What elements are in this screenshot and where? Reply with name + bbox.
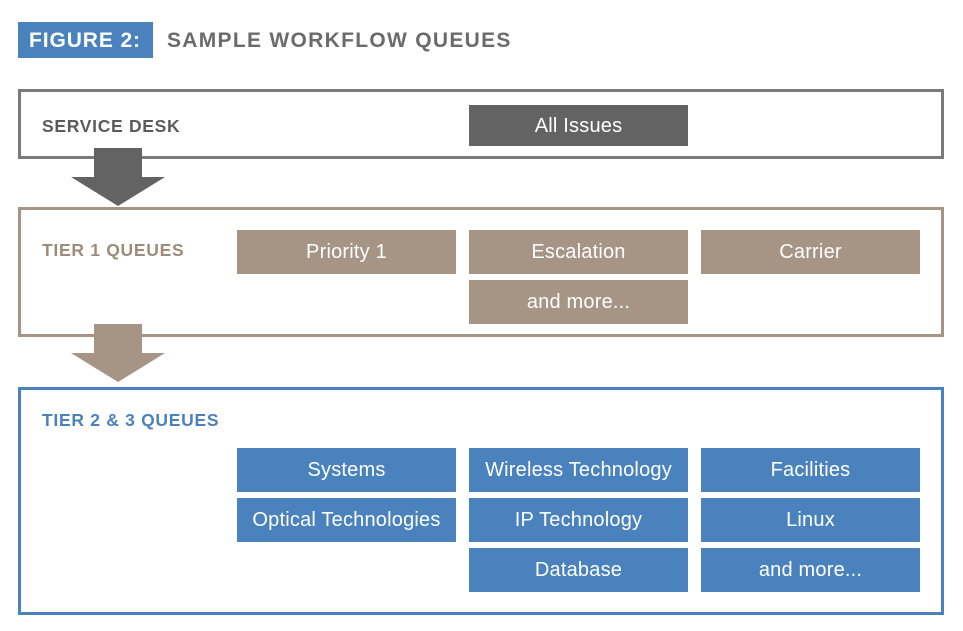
arrow-tier-1-to-tier-2-3-icon [71, 324, 165, 382]
queue-chip[interactable]: Database [469, 548, 688, 592]
queue-chip[interactable]: Wireless Technology [469, 448, 688, 492]
tier-2-3-label: TIER 2 & 3 QUEUES [42, 410, 220, 430]
queue-grid-spacer [237, 280, 456, 324]
figure-title: SAMPLE WORKFLOW QUEUES [166, 28, 512, 52]
queue-chip[interactable]: Systems [237, 448, 456, 492]
figure-caption: FIGURE 2: SAMPLE WORKFLOW QUEUES [18, 22, 512, 58]
tier-2-3-queue-grid: Systems Wireless Technology Facilities O… [237, 448, 921, 592]
arrow-service-desk-to-tier-1-icon [71, 148, 165, 206]
tier-1-queue-grid: Priority 1 Escalation Carrier and more..… [237, 230, 921, 324]
queue-chip[interactable]: Carrier [701, 230, 920, 274]
queue-chip-all-issues[interactable]: All Issues [469, 105, 688, 146]
queue-chip[interactable]: Facilities [701, 448, 920, 492]
tier-1-panel: TIER 1 QUEUES Priority 1 Escalation Carr… [18, 207, 944, 337]
tier-1-label: TIER 1 QUEUES [42, 240, 185, 260]
queue-chip[interactable]: Priority 1 [237, 230, 456, 274]
queue-chip[interactable]: Linux [701, 498, 920, 542]
service-desk-label: SERVICE DESK [42, 116, 181, 136]
queue-chip[interactable]: Optical Technologies [237, 498, 456, 542]
queue-grid-spacer [237, 548, 456, 592]
queue-chip[interactable]: and more... [701, 548, 920, 592]
tier-2-3-panel: TIER 2 & 3 QUEUES Systems Wireless Techn… [18, 387, 944, 615]
queue-chip[interactable]: and more... [469, 280, 688, 324]
queue-chip[interactable]: Escalation [469, 230, 688, 274]
queue-grid-spacer [701, 280, 920, 324]
figure-number-badge: FIGURE 2: [18, 22, 153, 58]
service-desk-panel: SERVICE DESK All Issues [18, 89, 944, 159]
queue-chip[interactable]: IP Technology [469, 498, 688, 542]
